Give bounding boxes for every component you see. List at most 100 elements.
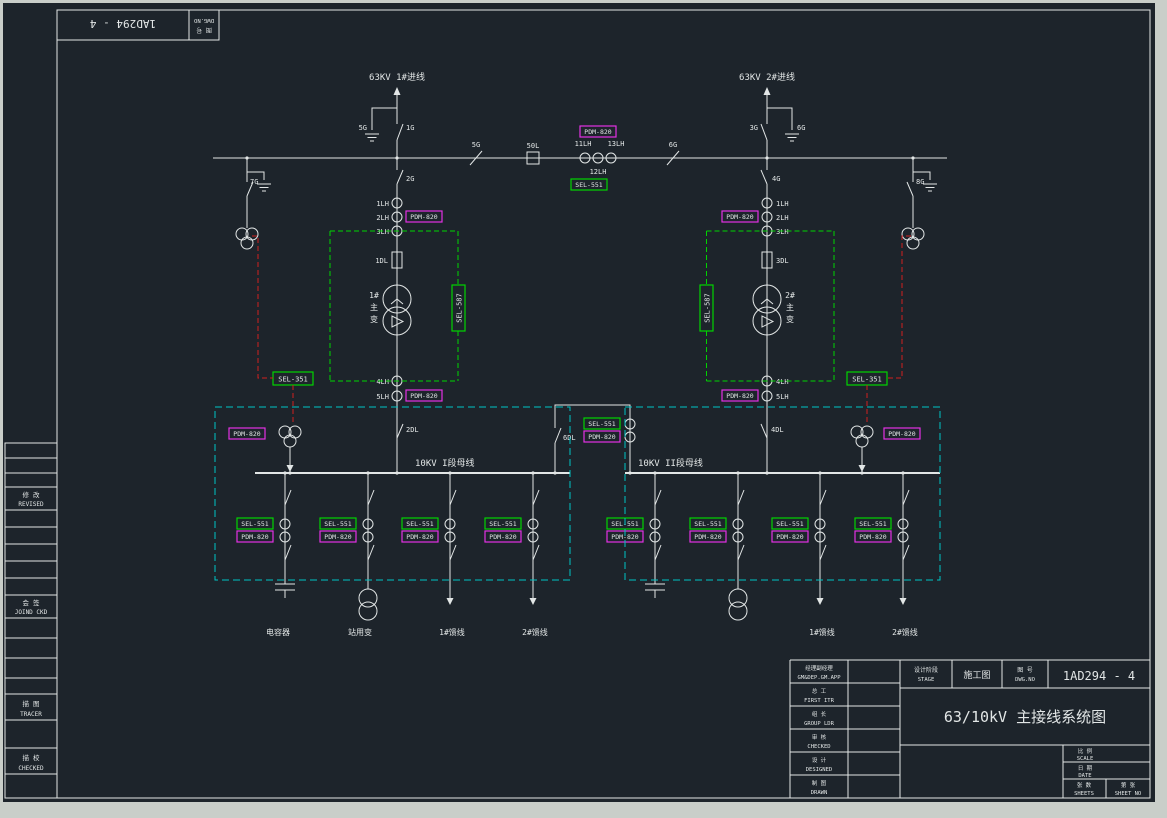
feeder-bays: 电容器 站用变 1#馈线 2#馈线 1#馈线 2#馈线 (237, 471, 918, 637)
bus-tie-10kv: 6DL (553, 404, 636, 475)
corner-stamp-dwg-number: 1AD294 - 4 (90, 17, 157, 30)
relay-box-sel551 (570, 178, 608, 191)
relay-box-pdm820 (405, 210, 443, 223)
diff-zone-2 (699, 230, 835, 382)
switch-5g-label: 5G (359, 124, 367, 132)
bus-10kv-2-label: 10KV II段母线 (638, 457, 703, 469)
feeder-label-2: 2#馈线 (522, 627, 548, 637)
transformer-2-label-3: 变 (786, 314, 794, 324)
transformer-1-label-3: 变 (370, 314, 378, 324)
breaker-50l-label: 50L (527, 142, 540, 150)
relay-box-pdm820 (579, 125, 617, 138)
ct-1lh-label: 1LH (776, 200, 789, 208)
bus-tie-63kv: 5G 50L 11LH 13LH 12LH 6G (213, 125, 947, 191)
tb-stage-value: 施工图 (963, 669, 990, 681)
tie-switch-5g-label: 5G (472, 141, 480, 149)
tb-row5-en: DRAWN (811, 790, 828, 796)
tb-sheetno-zh: 第 张 (1121, 781, 1136, 789)
corner-stamp-dwgno-label-zh: 图 号 (196, 26, 212, 33)
tb-row3-zh: 审 核 (812, 733, 827, 741)
tb-row1-zh: 总 工 (812, 687, 827, 695)
corner-stamp-dwgno-label-en: DWG.NO (194, 17, 214, 23)
relay-box-sel551 (583, 417, 621, 430)
ct-11lh-label: 11LH (575, 140, 592, 148)
tb-row3-en: CHECKED (807, 744, 830, 750)
transformer-1-label-1: 1# (369, 291, 379, 300)
tb-row0-zh: 经理副经理 (805, 664, 833, 672)
breaker-50l-symbol (526, 151, 540, 165)
tb-dwg-number: 1AD294 - 4 (1063, 669, 1135, 683)
backup-zone-1 (252, 235, 314, 424)
switch-1g-label: 1G (406, 124, 414, 132)
ct-4lh-label: 4LH (776, 378, 789, 386)
feeder-label-station-tx: 站用变 (348, 627, 372, 637)
tb-row2-zh: 组 长 (812, 710, 827, 718)
relay-box-pdm820 (405, 389, 443, 402)
incoming-line-2: 63KV 2#进线 3G 6G (739, 71, 805, 158)
bus-10kv-1-label: 10KV I段母线 (415, 457, 475, 469)
zone-box-section-2 (624, 406, 941, 581)
arrow-icon (286, 465, 294, 472)
switch-2g-label: 2G (406, 175, 414, 183)
breaker-2dl-label: 2DL (406, 426, 419, 434)
relay-box-pdm820 (583, 430, 621, 443)
ct-12lh-label: 12LH (590, 168, 607, 176)
tb-row0-en: GM&DEP.GM.APP (797, 675, 841, 681)
breaker-1dl-label: 1DL (375, 257, 388, 265)
breaker-3dl-symbol (761, 251, 773, 269)
tb-row2-en: GROUP LDR (804, 721, 834, 727)
transformer-2-label-2: 主 (786, 302, 794, 312)
switch-4g-label: 4G (772, 175, 780, 183)
tb-scale-zh: 比 例 (1078, 747, 1093, 755)
margin-tracer-zh: 描 图 (23, 699, 40, 708)
transformer-bay-2: 4G 1LH 2LH 3LH 3DL 2# 主 变 4LH 5LH 4DL (721, 158, 795, 475)
incoming-1-arrow-icon (393, 87, 401, 95)
feeder-label-1: 1#馈线 (439, 627, 465, 637)
relay-box-pdm820 (883, 427, 921, 440)
switch-3g-label: 3G (750, 124, 758, 132)
tb-sheetno-en: SHEET NO (1115, 791, 1142, 797)
switch-8g-label: 8G (916, 178, 924, 186)
ct-1lh-label: 1LH (376, 200, 389, 208)
electrical-schematic: 63KV 1#进线 5G 1G 63KV 2#进线 3G 6G 5G 50L (213, 71, 947, 637)
ct-4lh-label: 4LH (376, 378, 389, 386)
margin-column: 修 改 REVISED 会 签 JOIND CKD 描 图 TRACER 描 校… (4, 442, 58, 799)
tb-date-en: DATE (1078, 773, 1091, 779)
margin-checked-en: CHECKED (18, 765, 44, 772)
margin-revised-en: REVISED (18, 501, 44, 508)
backup-zone-2 (846, 235, 911, 424)
tb-dwgno-label-zh: 图 号 (1017, 667, 1033, 674)
arrow-icon (858, 465, 866, 472)
ct-5lh-label: 5LH (776, 393, 789, 401)
tb-scale-en: SCALE (1077, 756, 1094, 762)
tb-row1-en: FIRST ITR (804, 698, 834, 704)
drawing-title: 63/10kV 主接线系统图 (944, 708, 1106, 726)
relay-box-pdm820 (721, 389, 759, 402)
transformer-1-label-2: 主 (370, 302, 378, 312)
title-block: 经理副经理 GM&DEP.GM.APP 总 工 FIRST ITR 组 长 GR… (789, 659, 1150, 798)
feeder-label-capacitor: 电容器 (266, 627, 290, 637)
breaker-1dl-symbol (391, 251, 403, 269)
relay-box-pdm820 (228, 427, 266, 440)
diff-zone-1 (329, 230, 466, 382)
tb-stage-label-zh: 设计阶段 (914, 666, 938, 674)
tb-stage-label-en: STAGE (918, 677, 935, 683)
ct-13lh-label: 13LH (608, 140, 625, 148)
transformer-bay-1: 2G 1LH 2LH 3LH 1DL 1# 主 变 4LH 5LH 2DL (369, 158, 443, 475)
tb-sheets-en: SHEETS (1074, 791, 1094, 797)
margin-tracer-en: TRACER (20, 711, 42, 718)
zone-box-section-1 (214, 406, 571, 581)
ct-5lh-label: 5LH (376, 393, 389, 401)
margin-revised-zh: 修 改 (23, 490, 40, 499)
drawing-frame (56, 9, 1151, 799)
tb-row5-zh: 制 图 (812, 779, 827, 787)
pt-branch-1: 7G (235, 158, 272, 250)
model-space-background (3, 3, 1155, 802)
incoming-2-label: 63KV 2#进线 (739, 71, 795, 83)
feeder-label-1: 1#馈线 (809, 627, 835, 637)
margin-joined-zh: 会 签 (23, 598, 40, 607)
tb-row4-en: DESIGNED (806, 767, 833, 773)
margin-checked-zh: 描 校 (23, 753, 40, 762)
breaker-4dl-label: 4DL (771, 426, 784, 434)
